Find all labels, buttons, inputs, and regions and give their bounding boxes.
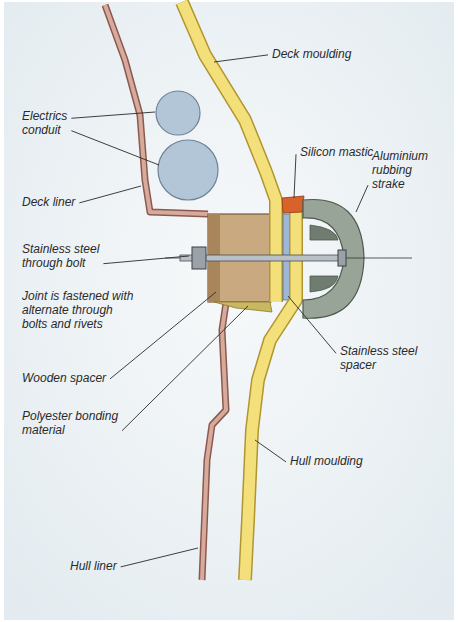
hull-liner: [202, 303, 226, 580]
leader-line: [103, 256, 189, 264]
part-label: Joint is fastened with alternate through…: [22, 290, 134, 331]
leader-line: [71, 112, 155, 118]
part-label: Aluminium rubbing strake: [372, 150, 448, 191]
bolt-head: [338, 250, 346, 266]
hull-moulding: [245, 210, 296, 580]
part-label: Electrics conduit: [22, 110, 94, 138]
silicon-mastic: [282, 196, 304, 213]
bolt-nut: [192, 247, 206, 269]
part-label: Stainless steel through bolt: [22, 243, 122, 271]
leader-line: [79, 186, 141, 203]
part-label: Deck moulding: [272, 48, 382, 62]
part-label: Hull moulding: [290, 455, 390, 469]
hull-moulding: [245, 210, 296, 580]
part-label: Polyester bonding material: [22, 410, 134, 438]
leader-line: [294, 154, 296, 198]
part-label: Stainless steel spacer: [340, 345, 420, 373]
conduit: [158, 140, 218, 200]
background: [4, 2, 454, 620]
conduit: [156, 91, 200, 135]
leader-line: [71, 131, 159, 165]
leader-line: [288, 296, 336, 353]
part-label: Wooden spacer: [22, 372, 132, 386]
leader-line: [214, 55, 268, 62]
part-label: Hull liner: [70, 560, 150, 574]
leader-line: [356, 185, 368, 212]
leader-line: [121, 548, 198, 567]
leader-line: [122, 306, 248, 431]
hull-liner: [202, 303, 226, 580]
leader-line: [110, 292, 216, 379]
leader-line: [255, 440, 286, 462]
part-label: Deck liner: [22, 196, 102, 210]
